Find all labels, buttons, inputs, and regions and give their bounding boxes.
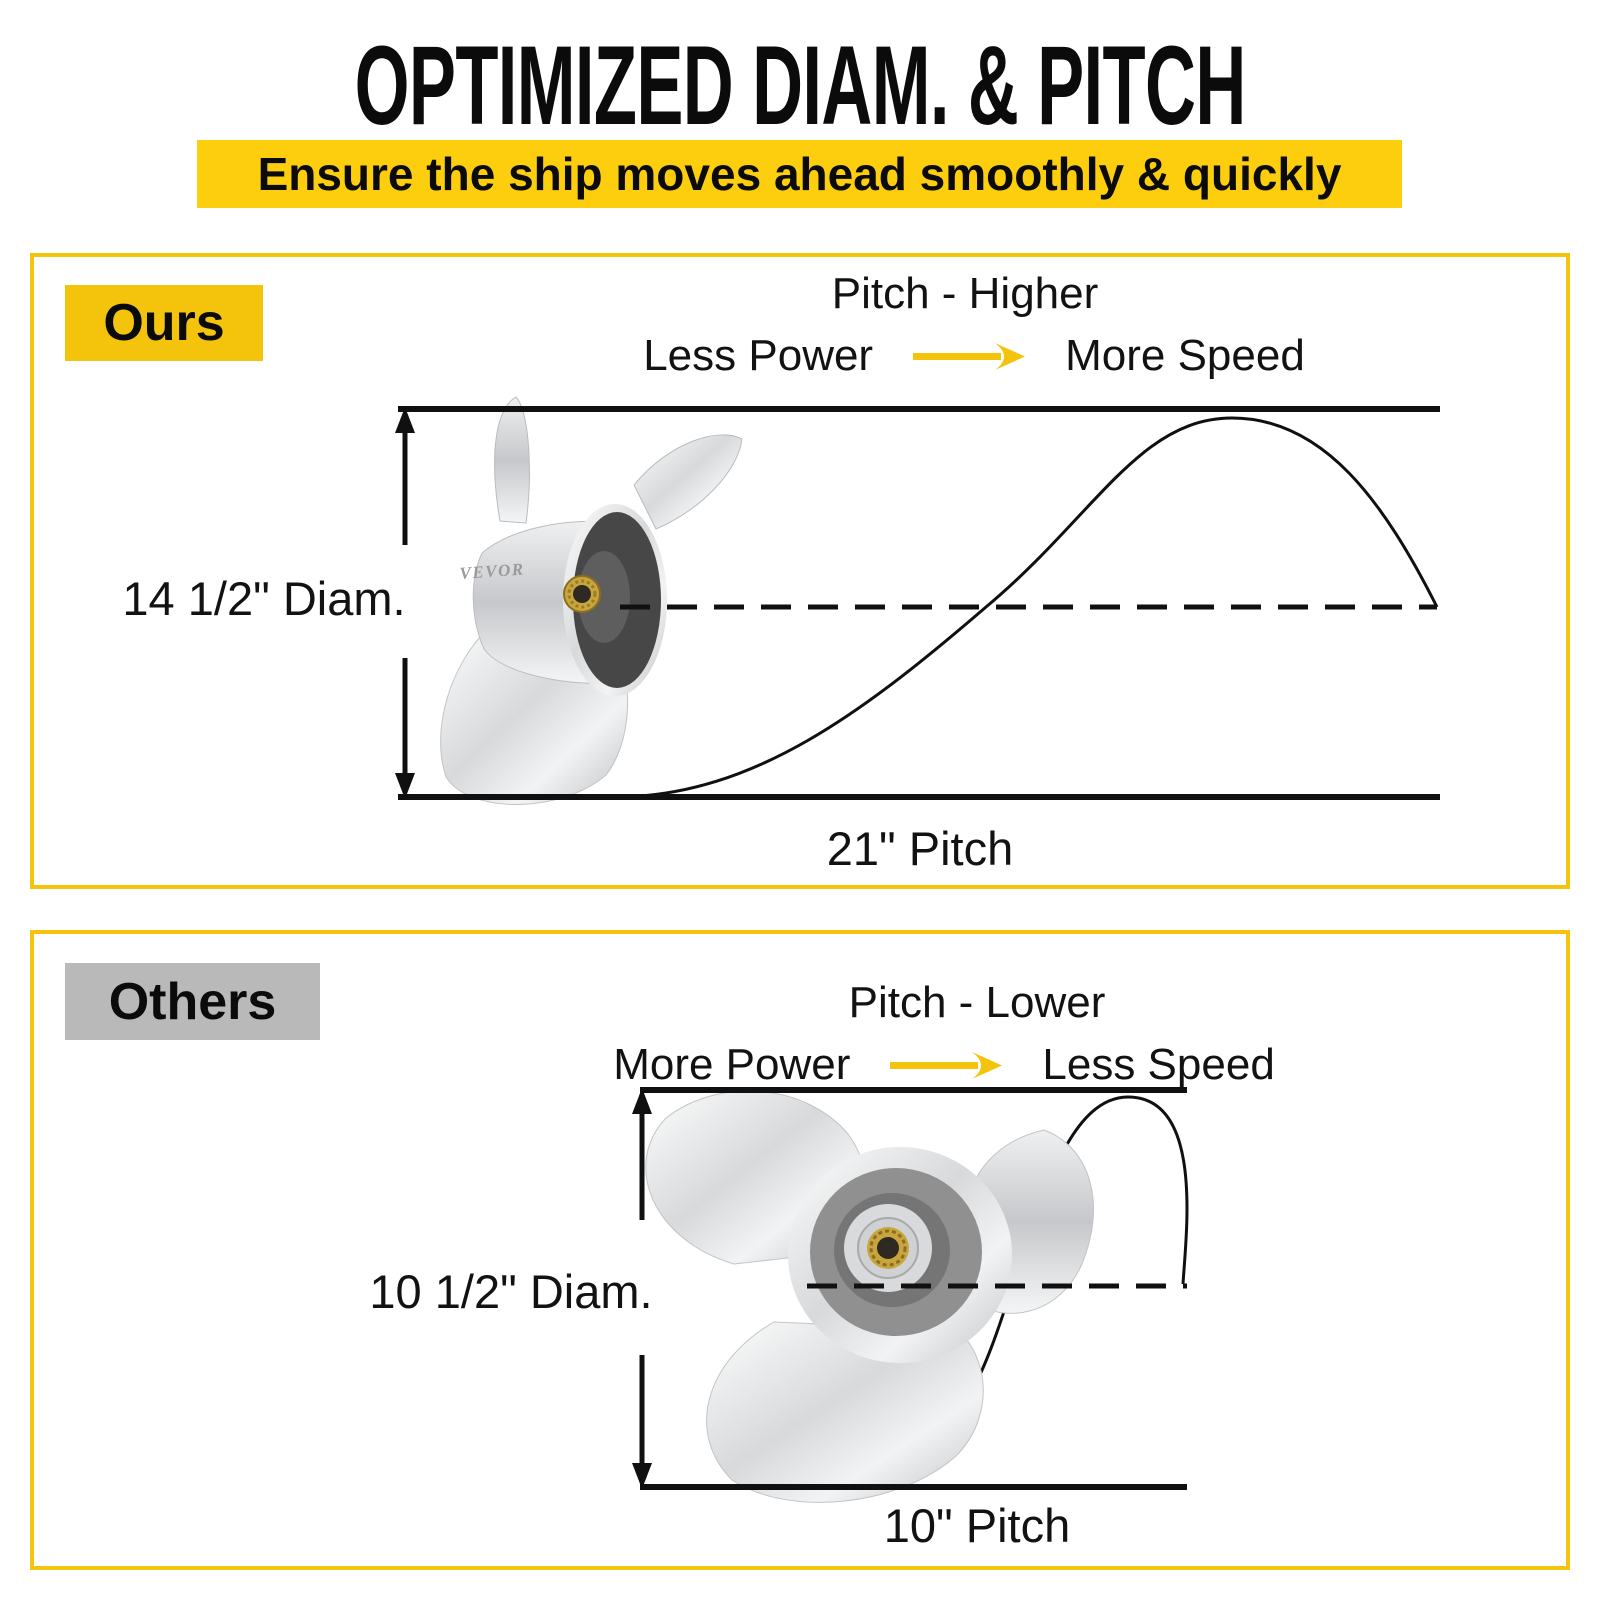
- propeller-ours: VEVOR: [440, 396, 743, 805]
- yellow-arrow-icon: [913, 343, 1026, 370]
- pitch-direction-ours: Pitch - Higher: [831, 269, 1099, 318]
- speed-label-ours: More Speed: [1065, 331, 1305, 380]
- pitch-direction-others: Pitch - Lower: [848, 978, 1106, 1027]
- speed-label-others: Less Speed: [1042, 1040, 1275, 1089]
- badge-ours-label: Ours: [103, 294, 225, 352]
- tradeoff-others: More Power Less Speed: [504, 1040, 1384, 1090]
- subtitle-banner: Ensure the ship moves ahead smoothly & q…: [197, 140, 1402, 208]
- others-diagram: [632, 1087, 1189, 1503]
- page-title: OPTIMIZED DIAM. & PITCH: [0, 30, 1600, 142]
- ours-diagram: VEVOR: [395, 396, 1440, 805]
- diameter-label-others: 10 1/2" Diam.: [369, 1265, 653, 1318]
- badge-others-label: Others: [108, 972, 277, 1031]
- power-label-ours: Less Power: [643, 331, 874, 380]
- panel-ours: VEVOR Ours Pitch - Higher Less Power: [30, 253, 1570, 889]
- pitch-curve-ours: [619, 416, 1439, 799]
- pitch-value-ours: 21" Pitch: [826, 822, 1014, 875]
- power-label-others: More Power: [613, 1040, 851, 1089]
- yellow-arrow-icon: [890, 1052, 1003, 1079]
- hub-brand-text: VEVOR: [459, 559, 525, 582]
- propeller-others: [645, 1090, 1094, 1503]
- diameter-arrow-ours: [395, 407, 415, 799]
- badge-others: Others: [65, 963, 320, 1040]
- diameter-arrow-others: [632, 1088, 652, 1489]
- panel-others: Others Pitch - Lower More Power Less Spe…: [30, 930, 1570, 1570]
- pitch-value-others: 10" Pitch: [883, 1499, 1071, 1552]
- tradeoff-ours: Less Power More Speed: [534, 331, 1414, 381]
- page-title-text: OPTIMIZED DIAM. & PITCH: [354, 23, 1246, 148]
- diameter-label-ours: 14 1/2" Diam.: [122, 572, 406, 625]
- subtitle-text: Ensure the ship moves ahead smoothly & q…: [257, 148, 1342, 200]
- badge-ours: Ours: [65, 285, 263, 361]
